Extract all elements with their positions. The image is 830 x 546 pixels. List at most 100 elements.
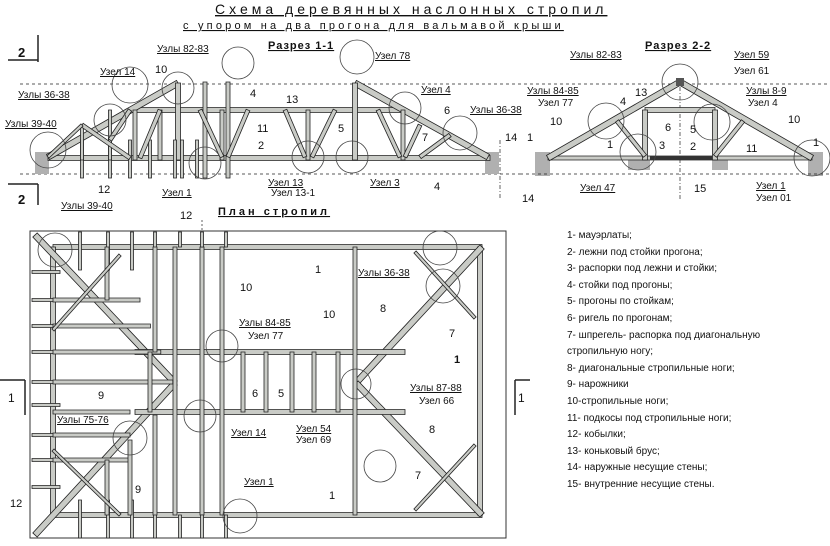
- callout: Узел 59: [734, 50, 770, 61]
- timber-member: [152, 414, 158, 516]
- timber-member: [418, 132, 452, 160]
- callout: Узел 47: [580, 183, 616, 194]
- timber-member: [80, 124, 84, 161]
- callout: 6: [444, 105, 450, 117]
- drawing-geometry: [0, 35, 830, 540]
- node-callout-circle: [37, 232, 73, 268]
- timber-member: [31, 485, 61, 489]
- node-callout-circle: [425, 268, 461, 304]
- timber-member: [52, 349, 162, 355]
- timber-member: [148, 139, 152, 179]
- plan-outline: [29, 230, 507, 539]
- legend-item: 15- внутренние несущие стены.: [567, 478, 715, 490]
- timber-member: [31, 403, 61, 407]
- callout: 5: [690, 124, 696, 136]
- callout: 1: [454, 354, 460, 366]
- timber-member: [137, 108, 163, 160]
- node-callout-circle: [661, 63, 699, 101]
- section-2-heading: Разрез 2-2: [645, 40, 711, 52]
- legend-item: 5- прогоны по стойкам;: [567, 296, 674, 308]
- callout: 12: [98, 184, 110, 196]
- callout: 6: [665, 122, 671, 134]
- callout: 8: [380, 303, 386, 315]
- callout: 12: [10, 498, 22, 510]
- timber-member: [400, 109, 406, 161]
- legend-item: 13- коньковый брус;: [567, 445, 660, 457]
- timber-member: [178, 514, 182, 539]
- timber-member: [240, 351, 246, 413]
- timber-member: [195, 139, 199, 179]
- callout: 10: [550, 116, 562, 128]
- callout: Узлы 36-38: [358, 268, 410, 279]
- timber-member: [51, 448, 122, 517]
- callout: 13: [635, 87, 647, 99]
- timber-member: [311, 351, 317, 413]
- callout: Узлы 82-83: [570, 50, 622, 61]
- callout: Узел 4: [421, 85, 451, 96]
- callout: Узлы 82-83: [157, 44, 209, 55]
- callout: 14: [522, 193, 534, 205]
- timber-member: [80, 122, 132, 161]
- node-callout-circle: [442, 115, 478, 151]
- node-callout-circle: [693, 103, 731, 141]
- timber-member: [225, 108, 251, 159]
- callout: Узлы 39-40: [5, 119, 57, 130]
- callout: Узел 61: [734, 66, 770, 77]
- callout: 2: [258, 140, 264, 152]
- plan-heading: План стропил: [218, 206, 330, 218]
- callout: 10: [788, 114, 800, 126]
- drawing-title: Схема деревянных наслонных стропил: [215, 1, 607, 17]
- strut-member: [650, 156, 712, 160]
- callout: Узлы 87-88: [410, 383, 462, 394]
- timber-member: [224, 514, 228, 539]
- timber-member: [200, 231, 204, 248]
- timber-member: [128, 139, 132, 179]
- callout: Узел 14: [100, 67, 136, 78]
- node-callout-circle: [587, 102, 625, 140]
- callout: Узлы 84-85: [527, 86, 579, 97]
- node-callout-circle: [422, 230, 458, 266]
- timber-member: [352, 246, 358, 516]
- callout: 14: [505, 132, 517, 144]
- timber-member: [202, 81, 208, 179]
- callout: Узел 54: [296, 424, 332, 435]
- timber-member: [200, 514, 204, 539]
- timber-member: [104, 459, 110, 516]
- node-callout-circle: [183, 399, 217, 433]
- node-callout-circle: [793, 139, 830, 177]
- wall: [535, 152, 550, 176]
- callout: 11: [746, 143, 757, 155]
- section-2-labels: Узлы 82-83 Узел 59 Узел 61 13 Узлы 84-85…: [522, 50, 819, 205]
- callout: Узел 13-1: [271, 188, 316, 199]
- callout: Узлы 8-9: [746, 86, 787, 97]
- timber-member: [46, 123, 84, 159]
- legend-item: 2- лежни под стойки прогона;: [567, 246, 703, 258]
- timber-member: [712, 109, 718, 161]
- legend-item: 12- кобылки;: [567, 429, 626, 441]
- cut-mark: 1: [518, 391, 525, 405]
- timber-member: [413, 443, 477, 512]
- node-callout-circle: [335, 140, 369, 174]
- timber-member: [31, 270, 61, 274]
- timber-member: [78, 231, 82, 271]
- drawing-subtitle: с упором на два прогона для вальмавой кр…: [183, 20, 564, 32]
- timber-member: [224, 231, 228, 248]
- cut-mark: 1: [8, 391, 15, 405]
- timber-member: [352, 79, 491, 161]
- callout: Узел 3: [370, 178, 400, 189]
- timber-member: [199, 246, 205, 516]
- timber-member: [52, 409, 131, 415]
- wall: [628, 158, 650, 170]
- callout: 4: [434, 181, 440, 193]
- callout: 10: [155, 64, 167, 76]
- timber-member: [180, 139, 184, 179]
- callout: 5: [338, 123, 344, 135]
- callout: 1: [315, 264, 321, 276]
- timber-member: [352, 82, 358, 161]
- timber-member: [289, 351, 295, 413]
- callout: Узлы 36-38: [18, 90, 70, 101]
- timber-member: [225, 81, 231, 179]
- node-callout-circle: [619, 133, 657, 171]
- node-callout-circle: [363, 449, 397, 483]
- callout: 6: [252, 388, 258, 400]
